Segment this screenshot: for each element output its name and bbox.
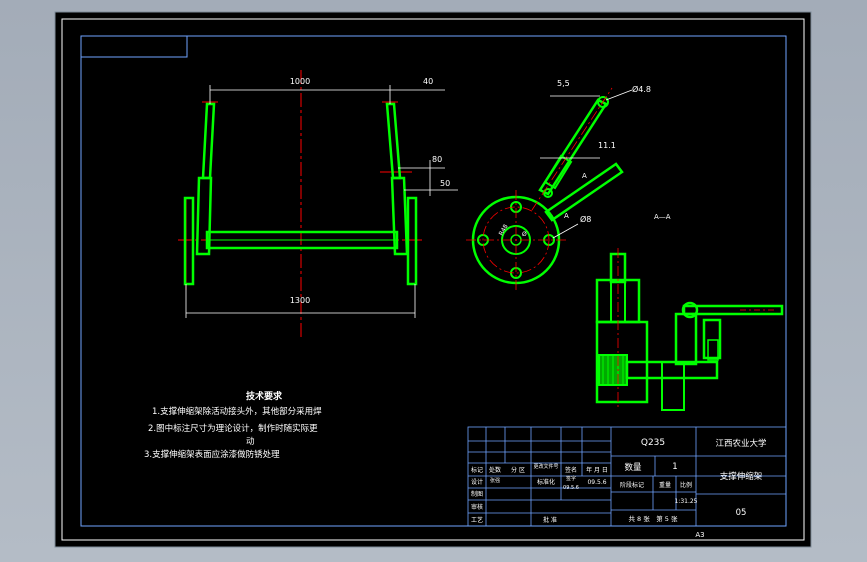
rev-mark: 标记: [471, 466, 483, 474]
dim-1300: 1300: [290, 296, 310, 305]
support-arm: [538, 98, 608, 196]
rev-zone: 分 区: [511, 466, 525, 474]
paper-format: A3: [695, 531, 704, 539]
dim-phi8-leader: [552, 223, 579, 239]
stage-label: 阶段标记: [620, 481, 644, 489]
process-label: 工艺: [471, 516, 483, 524]
designer-name: 张强: [490, 477, 500, 484]
left-wheel: [183, 196, 195, 286]
rev-doc: 更改文件号: [533, 463, 558, 470]
std-sign-small: 签字: [566, 475, 576, 482]
corner-box: [80, 35, 188, 58]
dim-50: 50: [440, 179, 450, 188]
section-cylinder: [702, 318, 722, 360]
pivot-pin: [543, 188, 553, 198]
title-block-text: Q235 江西农业大学 数量 1 支撑伸缩架 阶段标记 重量 比例 1:31.2…: [471, 438, 767, 539]
part-name: 支撑伸缩架: [720, 471, 763, 482]
designer-date: 09.5.6: [563, 485, 579, 491]
dim-phi48-leader: [605, 89, 633, 101]
dim-5-5: 5,5: [557, 79, 570, 88]
section-cylinder-cap: [707, 339, 719, 361]
arm-centerline: [531, 87, 613, 211]
technical-notes: 技术要求 1.支撑伸缩架除活动接头外，其他部分采用焊 2.图中标注尺寸为理论设计…: [144, 390, 322, 460]
section-pin: [681, 301, 699, 319]
drafter-label: 制图: [471, 490, 483, 498]
std-date: 09.5.6: [587, 479, 606, 486]
right-wheel: [406, 196, 418, 286]
qty-value: 1: [672, 462, 677, 472]
notes-line-3: 3.支撑伸缩架表面应涂漆做防锈处理: [144, 449, 280, 460]
section-view-aa: A—A: [595, 213, 784, 411]
left-sleeve: [195, 176, 213, 256]
scale-label: 比例: [680, 481, 692, 489]
dim-11-1: 11.1: [598, 141, 616, 150]
section-mark-a: A: [582, 172, 587, 180]
dim-80: 80: [432, 155, 442, 164]
dim-phi4-8: Ø4.8: [632, 84, 651, 94]
material: Q235: [641, 438, 665, 448]
section-label-aa: A—A: [654, 213, 671, 221]
sheet-background: [54, 11, 812, 548]
weight-label: 重量: [659, 481, 671, 489]
notes-line-2b: 动: [246, 436, 255, 447]
bolt-circle: [482, 206, 550, 274]
approve-label: 批 准: [543, 516, 557, 524]
dim-1000: 1000: [290, 77, 310, 86]
notes-line-2a: 2.图中标注尺寸为理论设计，制作时随实际更: [148, 423, 318, 434]
school-name: 江西农业大学: [715, 438, 767, 449]
notes-line-1: 1.支撑伸缩架除活动接头外，其他部分采用焊: [152, 406, 322, 417]
rev-date: 年 月 日: [586, 466, 608, 474]
arm-pin: [597, 96, 609, 108]
dim-40: 40: [423, 77, 433, 86]
section-bracket: [661, 361, 685, 411]
brace: [544, 162, 624, 222]
dim-phi-small: Ø: [522, 231, 527, 238]
std-label: 标准化: [537, 478, 555, 486]
dim-phi8: Ø8: [580, 214, 591, 224]
section-mark-a-2: A: [564, 212, 569, 220]
rev-count: 处数: [489, 466, 501, 474]
rev-sign: 签名: [565, 466, 577, 474]
outer-frame: [61, 18, 805, 541]
drawing-number: 05: [736, 508, 747, 518]
sheet-count: 共 8 张 第 5 张: [628, 514, 678, 523]
notes-title: 技术要求: [246, 390, 283, 402]
designer-label: 设计: [471, 478, 483, 486]
checker-label: 审核: [471, 503, 483, 511]
arm-sleeve: [543, 154, 573, 190]
front-view: 1000 40 80 50 1300: [178, 70, 458, 340]
qty-label: 数量: [624, 462, 642, 473]
title-block: [467, 426, 787, 527]
side-view: 5,5 Ø4.8 11.1 Ø8 R48 Ø A A: [466, 79, 651, 290]
inner-frame: [80, 35, 787, 527]
scale-value: 1:31.25: [674, 498, 697, 505]
